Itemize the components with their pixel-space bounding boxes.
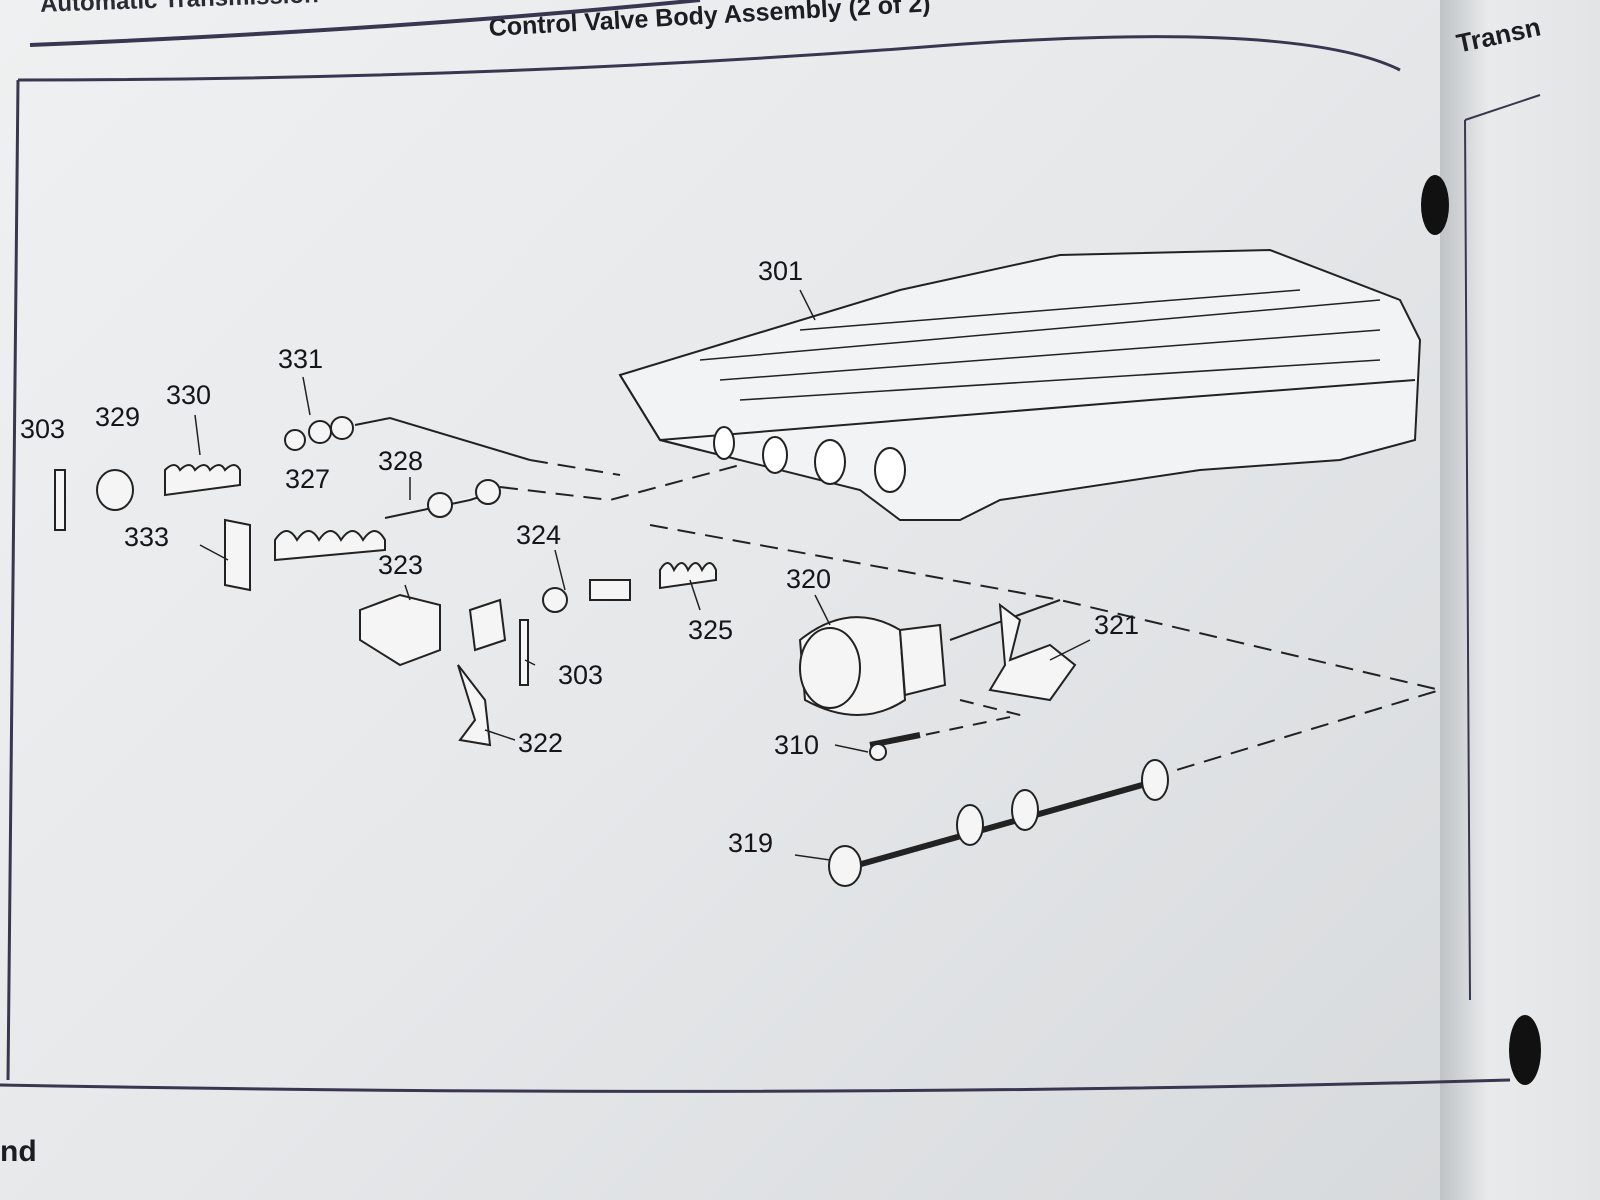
valve-324	[542, 587, 568, 613]
callout-329: 329	[95, 402, 141, 432]
callout-319: 319	[728, 828, 774, 858]
spring-330	[164, 464, 241, 497]
frame-left	[6, 79, 20, 1081]
adjacent-page	[1440, 0, 1600, 1200]
plug-329	[96, 469, 134, 511]
callout-324: 324	[516, 520, 562, 550]
callout-322: 322	[518, 728, 564, 758]
clip-322	[457, 664, 492, 747]
valve-319	[839, 777, 1161, 873]
footer-fragment: nd	[0, 1135, 37, 1168]
callout-325: 325	[688, 615, 734, 645]
solenoid-323	[359, 593, 441, 667]
callout-321: 321	[1094, 610, 1140, 640]
spring-325	[659, 562, 717, 590]
callout-333: 333	[124, 522, 170, 552]
callout-328: 328	[378, 446, 424, 476]
callout-331: 331	[278, 344, 324, 374]
callout-330: 330	[166, 380, 212, 410]
frame-top	[17, 35, 1401, 82]
retainer-333	[224, 518, 251, 592]
callout-303: 303	[20, 414, 66, 444]
bracket-321	[988, 602, 1077, 702]
binder-hole	[1509, 1015, 1541, 1085]
callout-320: 320	[786, 564, 832, 594]
valve-body-301	[618, 248, 1422, 521]
spring-327	[274, 530, 386, 562]
binder-hole	[1421, 175, 1449, 235]
callout-310: 310	[774, 730, 820, 760]
callout-303-lower: 303	[558, 660, 604, 690]
manual-page	[0, 0, 1440, 1200]
callout-301: 301	[758, 256, 804, 286]
frame-bottom	[0, 1078, 1511, 1093]
pin-303b	[519, 619, 529, 686]
callout-323: 323	[378, 550, 424, 580]
callout-327: 327	[285, 464, 331, 494]
valve-331	[284, 429, 306, 451]
pin-303	[54, 469, 66, 531]
